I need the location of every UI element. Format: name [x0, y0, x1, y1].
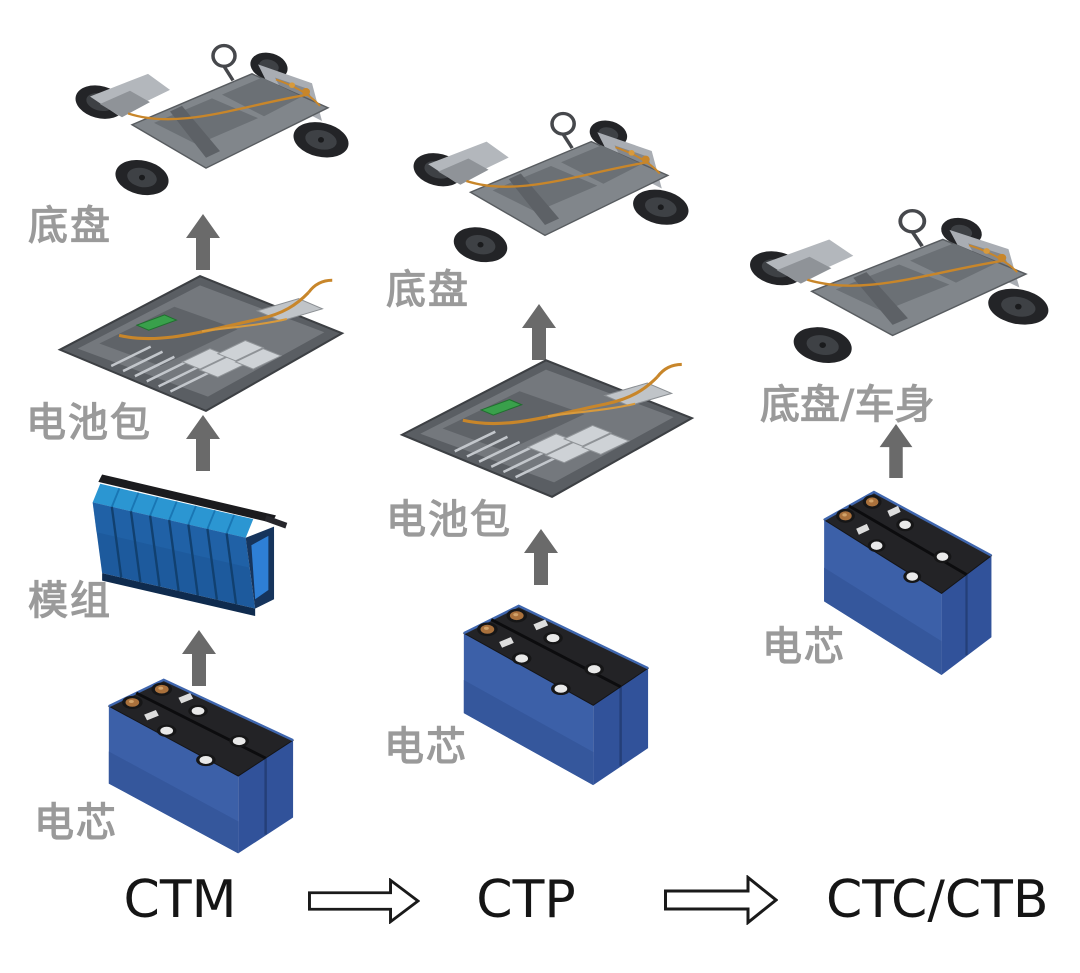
stage-label-cell-ctc: 电芯 [762, 624, 846, 670]
stage-label-pack-ctm: 电池包 [26, 400, 152, 446]
battery-pack-photo-ctm [58, 274, 344, 413]
chassis-photo-ctp [408, 111, 690, 269]
battery-cell-photo-ctm [107, 678, 295, 855]
process-label-ctp: CTP [476, 870, 576, 930]
stage-label-module-ctm: 模组 [28, 578, 112, 624]
battery-cell-photo-ctp [462, 604, 650, 787]
up-arrow-icon [524, 529, 558, 585]
battery-pack-photo-ctp [400, 358, 694, 499]
stage-label-pack-ctp: 电池包 [386, 497, 512, 543]
up-arrow-icon [186, 415, 220, 471]
stage-label-cell-ctp: 电芯 [384, 724, 468, 770]
flow-arrow-icon-ctm-to-ctp [308, 878, 420, 924]
up-arrow-icon [879, 424, 913, 478]
stage-label-chassis-body-ctc: 底盘/车身 [760, 382, 935, 428]
chassis-photo-ctc [744, 208, 1050, 371]
stage-label-chassis-ctp: 底盘 [386, 267, 470, 313]
process-label-ctc-ctb: CTC/CTB [826, 870, 1049, 930]
flow-arrow-icon-ctp-to-ctc [664, 876, 778, 924]
up-arrow-icon [186, 214, 220, 270]
process-label-ctm: CTM [123, 870, 237, 930]
chassis-photo-ctm [70, 43, 350, 202]
battery-module-photo-ctm [91, 473, 289, 618]
stage-label-cell-ctm: 电芯 [34, 800, 118, 846]
stage-label-chassis-ctm: 底盘 [28, 203, 112, 249]
